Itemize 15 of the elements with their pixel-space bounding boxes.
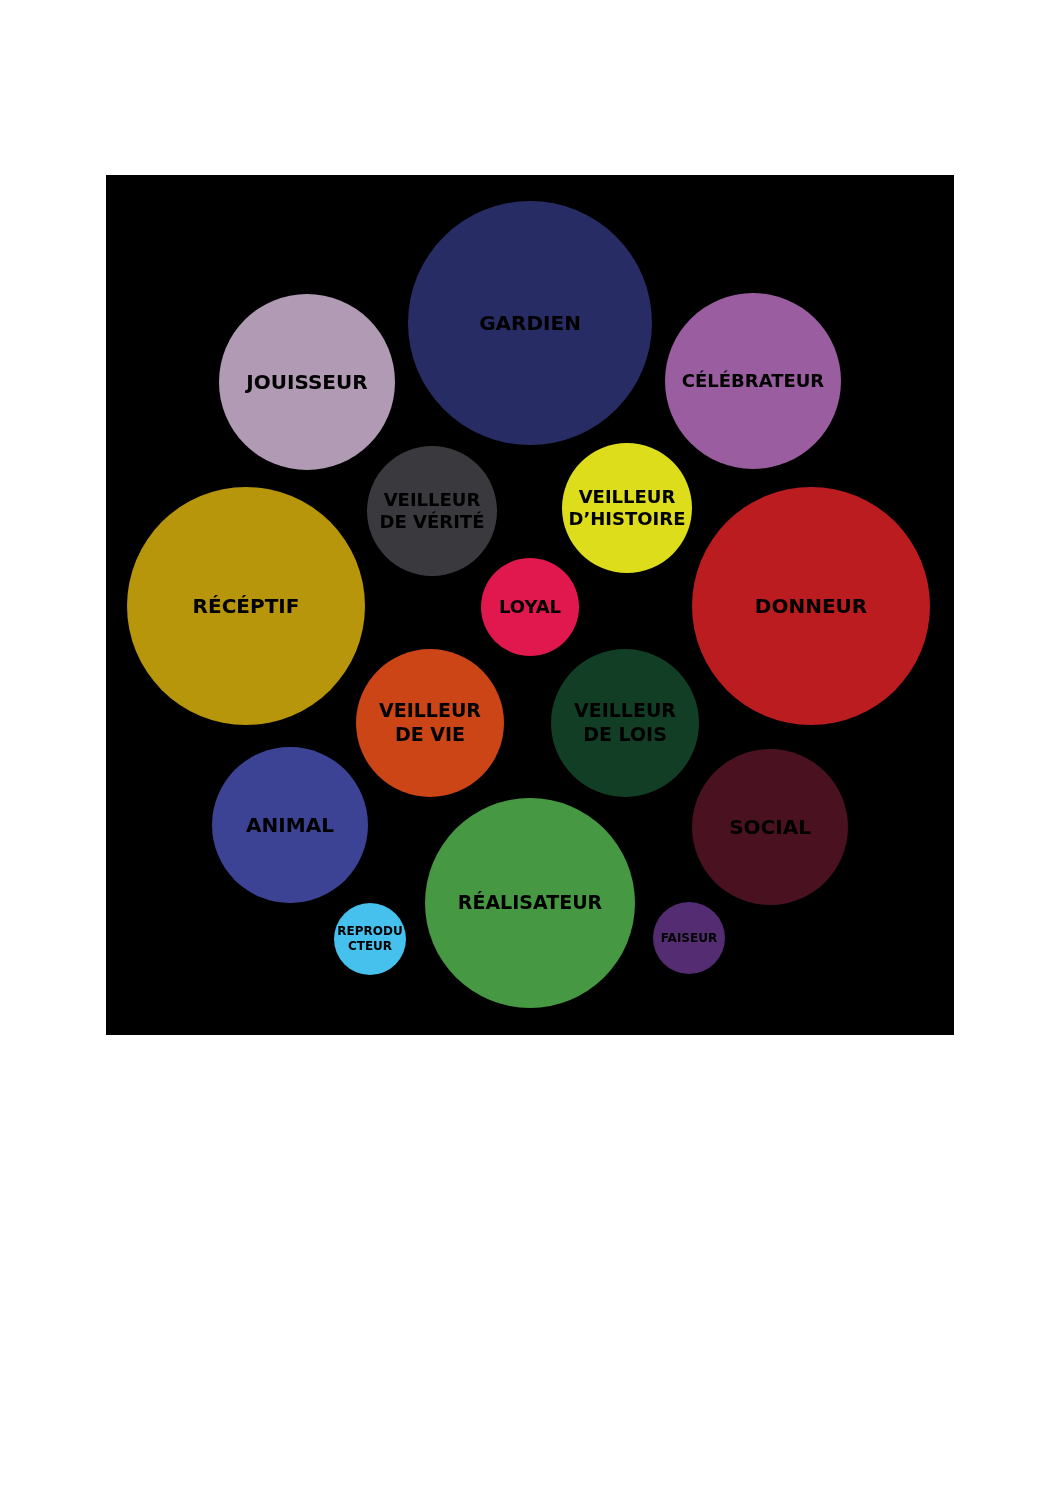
category-label: JOUISSEUR bbox=[246, 369, 368, 395]
category-label: VEILLEUR D’HISTOIRE bbox=[567, 485, 687, 531]
category-label: VEILLEUR DE VÉRITÉ bbox=[378, 488, 486, 534]
category-label: REPRODUCTEUR bbox=[336, 924, 404, 954]
category-label: GARDIEN bbox=[479, 310, 581, 336]
category-label: VEILLEUR DE VIE bbox=[378, 699, 482, 747]
category-label: CÉLÉBRATEUR bbox=[681, 369, 825, 393]
category-label: ANIMAL bbox=[246, 812, 334, 838]
category-label: DONNEUR bbox=[754, 593, 868, 619]
category-label: FAISEUR bbox=[660, 930, 718, 946]
category-label: LOYAL bbox=[498, 595, 562, 619]
category-label: RÉALISATEUR bbox=[457, 891, 603, 915]
category-label: RÉCÉPTIF bbox=[192, 593, 300, 619]
category-label: SOCIAL bbox=[729, 814, 811, 840]
category-label: VEILLEUR DE LOIS bbox=[573, 699, 677, 747]
